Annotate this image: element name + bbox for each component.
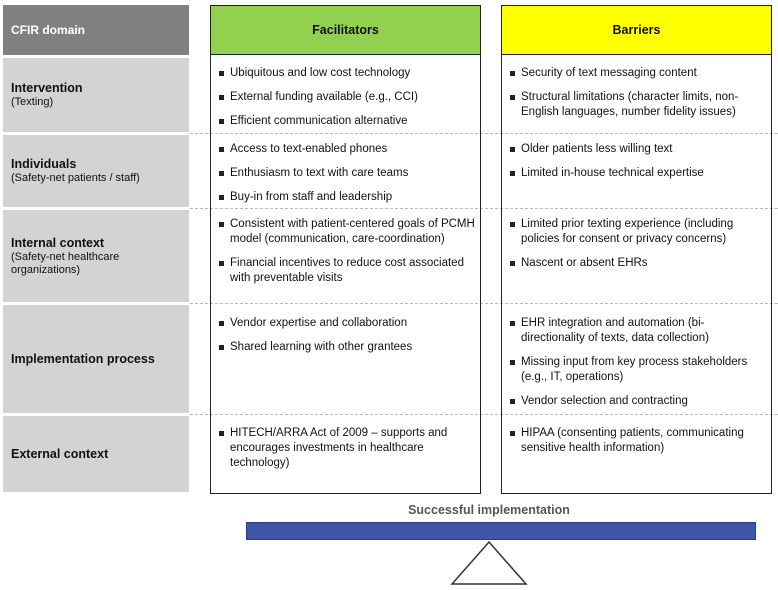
facilitators-cell-internal-context: Consistent with patient-centered goals o… xyxy=(218,217,476,295)
facilitators-header-label: Facilitators xyxy=(312,22,379,37)
domain-title: Implementation process xyxy=(11,351,155,366)
domain-title: External context xyxy=(11,446,109,461)
barriers-cell-external-context: HIPAA (consenting patients, communicatin… xyxy=(509,426,767,465)
facilitators-column-frame xyxy=(210,5,481,494)
barrier-item: Security of text messaging content xyxy=(509,66,767,81)
barrier-item: Limited in-house technical expertise xyxy=(509,166,767,181)
barrier-list: EHR integration and automation (bi-direc… xyxy=(509,316,767,409)
facilitator-item: HITECH/ARRA Act of 2009 – supports and e… xyxy=(218,426,476,471)
domain-subtitle: (Safety-net patients / staff) xyxy=(11,172,140,184)
barrier-item: EHR integration and automation (bi-direc… xyxy=(509,316,767,346)
facilitator-list: Access to text-enabled phones Enthusiasm… xyxy=(218,142,476,205)
balance-beam xyxy=(246,522,756,540)
barrier-item: Nascent or absent EHRs xyxy=(509,256,767,271)
facilitators-cell-intervention: Ubiquitous and low cost technology Exter… xyxy=(218,66,476,138)
domain-cell-intervention: Intervention (Texting) xyxy=(3,58,189,132)
facilitator-item: External funding available (e.g., CCI) xyxy=(218,90,476,105)
barrier-list: Limited prior texting experience (includ… xyxy=(509,217,767,271)
barrier-list: Older patients less willing text Limited… xyxy=(509,142,767,181)
facilitator-list: Consistent with patient-centered goals o… xyxy=(218,217,476,286)
facilitators-header: Facilitators xyxy=(210,5,481,55)
domain-cell-internal-context: Internal context (Safety-net healthcare … xyxy=(3,210,189,302)
facilitator-item: Shared learning with other grantees xyxy=(218,340,476,355)
domain-cell-external-context: External context xyxy=(3,416,189,492)
domain-cell-individuals: Individuals (Safety-net patients / staff… xyxy=(3,135,189,207)
barrier-item: Missing input from key process stakehold… xyxy=(509,355,767,385)
barriers-header: Barriers xyxy=(501,5,772,55)
row-separator xyxy=(190,133,778,134)
facilitator-item: Access to text-enabled phones xyxy=(218,142,476,157)
cfir-domain-header-label: CFIR domain xyxy=(11,23,85,37)
row-separator xyxy=(190,414,778,415)
facilitator-item: Enthusiasm to text with care teams xyxy=(218,166,476,181)
barrier-item: Older patients less willing text xyxy=(509,142,767,157)
facilitator-list: HITECH/ARRA Act of 2009 – supports and e… xyxy=(218,426,476,471)
domain-subtitle: (Safety-net healthcare organizations) xyxy=(11,250,120,276)
row-separator xyxy=(190,208,778,209)
barrier-item: Limited prior texting experience (includ… xyxy=(509,217,767,247)
facilitator-item: Financial incentives to reduce cost asso… xyxy=(218,256,476,286)
facilitator-item: Vendor expertise and collaboration xyxy=(218,316,476,331)
facilitators-cell-external-context: HITECH/ARRA Act of 2009 – supports and e… xyxy=(218,426,476,480)
barrier-item: HIPAA (consenting patients, communicatin… xyxy=(509,426,767,456)
barrier-list: Security of text messaging content Struc… xyxy=(509,66,767,120)
barriers-cell-internal-context: Limited prior texting experience (includ… xyxy=(509,217,767,280)
domain-title: Intervention xyxy=(11,81,83,95)
barriers-column-frame xyxy=(501,5,772,494)
barrier-list: HIPAA (consenting patients, communicatin… xyxy=(509,426,767,456)
domain-title: Internal context xyxy=(11,235,105,250)
scale-label: Successful implementation xyxy=(408,503,570,517)
barriers-cell-individuals: Older patients less willing text Limited… xyxy=(509,142,767,190)
domain-title: Individuals xyxy=(11,157,77,171)
facilitator-list: Ubiquitous and low cost technology Exter… xyxy=(218,66,476,129)
barriers-header-label: Barriers xyxy=(612,22,661,37)
cfir-domain-header: CFIR domain xyxy=(3,5,189,55)
domain-cell-implementation-process: Implementation process xyxy=(3,305,189,413)
facilitator-list: Vendor expertise and collaboration Share… xyxy=(218,316,476,355)
facilitator-item: Ubiquitous and low cost technology xyxy=(218,66,476,81)
row-separator xyxy=(190,303,778,304)
barrier-item: Structural limitations (character limits… xyxy=(509,90,767,120)
fulcrum-triangle-icon xyxy=(450,540,528,585)
barrier-item: Vendor selection and contracting xyxy=(509,394,767,409)
facilitator-item: Buy-in from staff and leadership xyxy=(218,190,476,205)
facilitators-cell-individuals: Access to text-enabled phones Enthusiasm… xyxy=(218,142,476,214)
facilitator-item: Efficient communication alternative xyxy=(218,114,476,129)
barriers-cell-intervention: Security of text messaging content Struc… xyxy=(509,66,767,129)
barriers-cell-implementation-process: EHR integration and automation (bi-direc… xyxy=(509,316,767,418)
facilitators-cell-implementation-process: Vendor expertise and collaboration Share… xyxy=(218,316,476,364)
facilitator-item: Consistent with patient-centered goals o… xyxy=(218,217,476,247)
domain-subtitle: (Texting) xyxy=(11,96,54,108)
